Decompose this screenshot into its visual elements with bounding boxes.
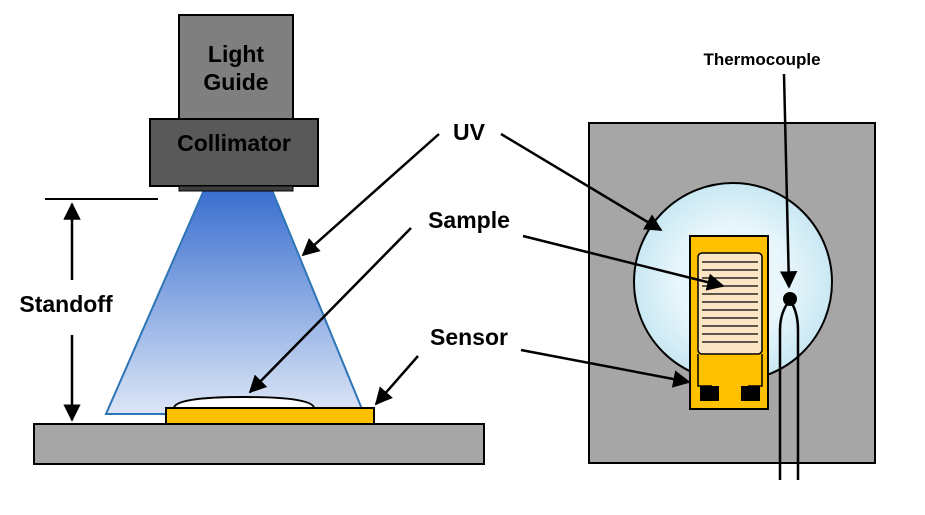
sensor-arrow-to-top-view <box>520 348 691 388</box>
thermocouple-label: Thermocouple <box>703 50 820 69</box>
uv-beam <box>104 189 366 415</box>
uv-arrow-to-spot <box>500 132 663 232</box>
collimator-block <box>149 118 319 187</box>
light-guide-label-line2: Guide <box>203 69 268 95</box>
uv-label: UV <box>453 119 486 145</box>
stage-base <box>33 423 485 465</box>
sample-top-view <box>697 252 763 355</box>
solder-pad-right <box>741 386 760 401</box>
standoff-label: Standoff <box>19 291 113 317</box>
uv-arrow-to-beam <box>301 133 440 257</box>
thermocouple-junction <box>783 292 797 306</box>
thermocouple-arrow <box>779 73 798 289</box>
sensor-label: Sensor <box>430 324 508 350</box>
sample-label: Sample <box>428 207 510 233</box>
sensor-strip <box>165 407 375 425</box>
sensor-arrow-to-strip <box>374 355 419 406</box>
sample-dome <box>172 395 316 409</box>
collimator-label: Collimator <box>177 130 291 156</box>
sensor-grid-lines <box>702 261 758 343</box>
sample-arrow-to-top-view <box>522 234 725 291</box>
light-guide-label-line1: Light <box>208 41 265 67</box>
solder-pad-left <box>700 386 719 401</box>
collimator-lens-rim <box>178 185 294 192</box>
light-guide-block <box>178 14 294 120</box>
sample-arrow-to-dome <box>248 227 412 394</box>
